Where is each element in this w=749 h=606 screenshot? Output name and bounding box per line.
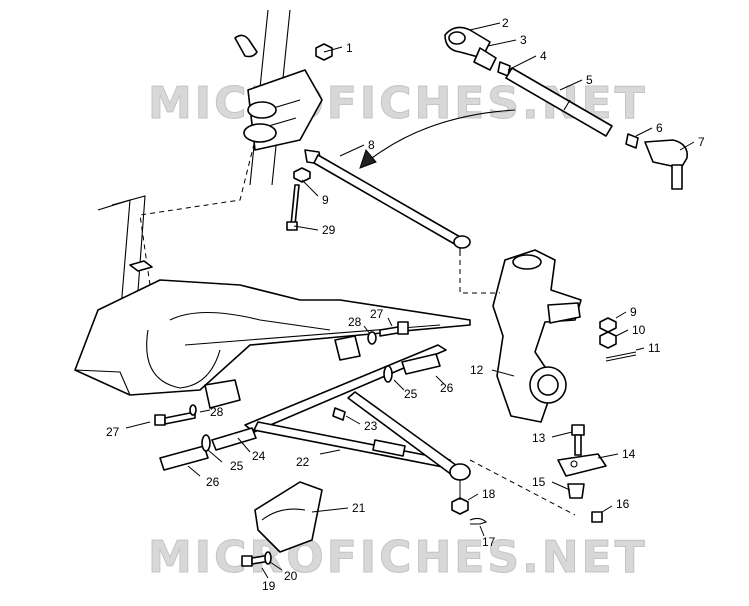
callout-25-lower: 25: [230, 459, 244, 473]
callout-13: 13: [532, 431, 546, 445]
callout-12: 12: [470, 363, 484, 377]
callout-28-lower: 28: [210, 405, 224, 419]
callout-16: 16: [616, 497, 630, 511]
nut-9-upper: [293, 167, 311, 183]
callout-25-upper: 25: [404, 387, 418, 401]
callout-27-lower: 27: [106, 425, 120, 439]
callout-29: 29: [322, 223, 336, 237]
washer-20: [264, 551, 272, 565]
callout-9-upper: 9: [322, 193, 329, 207]
bolt-27-upper: [379, 321, 409, 337]
callout-20: 20: [284, 569, 298, 583]
adjuster-rod-5: [505, 67, 613, 137]
tie-rod-end-2: [444, 26, 497, 71]
nut-9-right: [599, 317, 617, 333]
callout-22: 22: [296, 455, 310, 469]
washer-25-lower: [201, 434, 211, 452]
tie-rod-8: [304, 149, 471, 256]
bushing-26-upper: [401, 353, 441, 375]
tie-rod-end-7: [644, 139, 689, 190]
callout-2: 2: [502, 16, 509, 30]
callout-3: 3: [520, 33, 527, 47]
callout-15: 15: [532, 475, 546, 489]
spindle-12: [492, 249, 582, 423]
nut-18: [451, 497, 469, 515]
ball-joint-15: [567, 483, 585, 499]
bushing-26-lower: [159, 445, 209, 471]
callout-14: 14: [622, 447, 636, 461]
bolt-16: [591, 511, 603, 523]
cotter-pin-17: [469, 517, 488, 525]
callout-21: 21: [352, 501, 366, 515]
a-arm-22: [244, 344, 471, 481]
callout-11: 11: [648, 341, 661, 355]
spindle-alignment-line: [459, 260, 500, 294]
callout-1: 1: [346, 41, 353, 55]
callout-4: 4: [540, 49, 547, 63]
callout-8: 8: [368, 138, 375, 152]
washer-28-upper: [367, 331, 377, 345]
leader-lines: [125, 22, 695, 579]
lower-alignment-line: [469, 459, 576, 516]
direction-arrow: [359, 109, 516, 169]
callout-17: 17: [482, 535, 496, 549]
callout-24: 24: [252, 449, 266, 463]
bolt-29: [286, 184, 300, 231]
bracket-upper: [334, 335, 361, 361]
plate-14: [557, 453, 607, 477]
bolt-27-lower: [154, 411, 196, 426]
jam-nut-6: [625, 133, 639, 149]
callout-5: 5: [586, 73, 593, 87]
steering-column: [234, 9, 323, 186]
callout-26-lower: 26: [206, 475, 220, 489]
washer-10: [599, 331, 617, 349]
watermark-bottom: MICROFICHES.NET: [148, 532, 648, 583]
cotter-pin-11: [605, 351, 637, 362]
callout-18: 18: [482, 487, 496, 501]
callout-26-upper: 26: [440, 381, 454, 395]
a-arm-guard-21: [254, 481, 323, 553]
bolt-13: [571, 424, 585, 456]
callout-9-right: 9: [630, 305, 637, 319]
grease-fitting-23: [332, 407, 346, 421]
callout-27-upper: 27: [370, 307, 384, 321]
washer-25-upper: [383, 365, 393, 383]
callout-10: 10: [632, 323, 646, 337]
bushing-24: [211, 427, 257, 451]
callout-28-upper: 28: [348, 315, 362, 329]
callout-6: 6: [656, 121, 663, 135]
washer-28-lower: [189, 404, 197, 416]
callout-23: 23: [364, 419, 378, 433]
vehicle-frame: [74, 139, 471, 409]
callout-7: 7: [698, 135, 705, 149]
callout-19: 19: [262, 579, 276, 593]
